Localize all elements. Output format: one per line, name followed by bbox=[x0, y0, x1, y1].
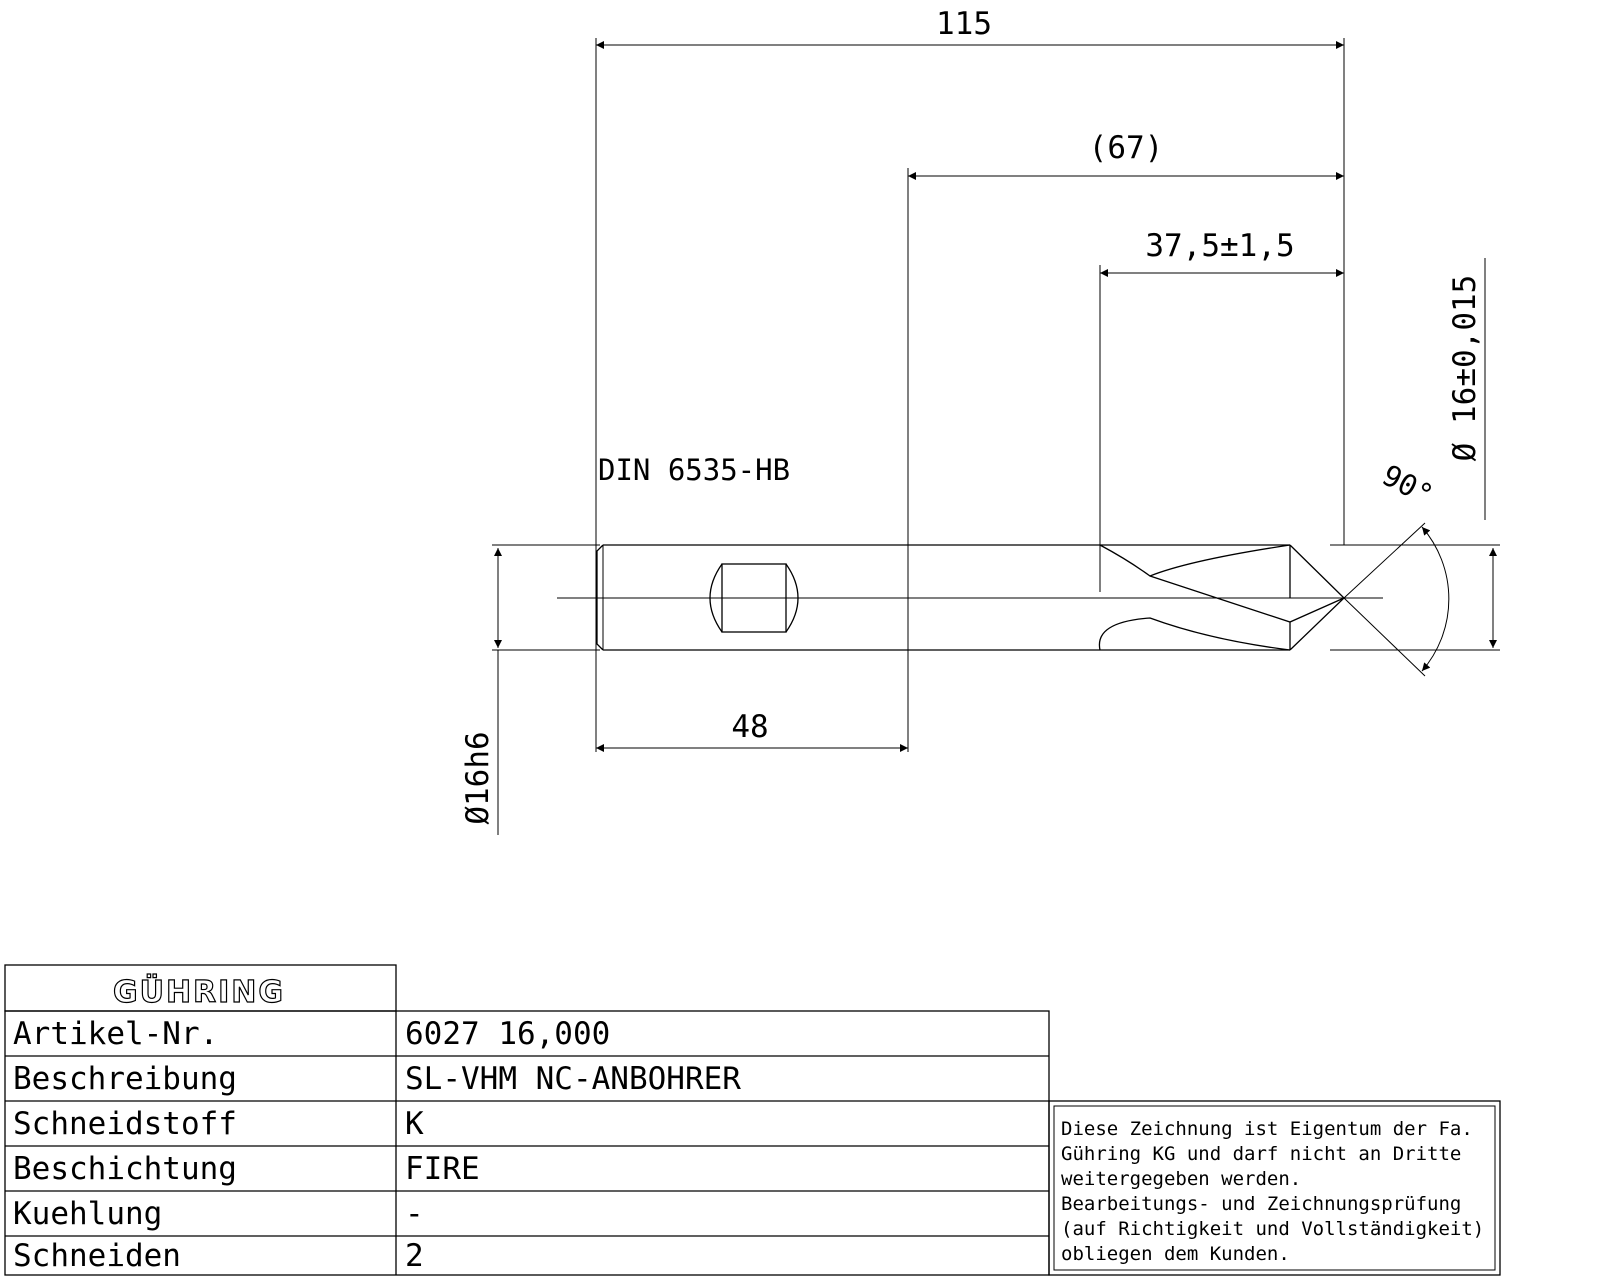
shank-standard-label: DIN 6535-HB bbox=[598, 453, 790, 487]
point-angle-arc bbox=[1421, 526, 1450, 672]
disclaimer-box: Diese Zeichnung ist Eigentum der Fa. Güh… bbox=[1048, 1100, 1501, 1276]
title-block: GÜHRING Artikel-Nr. 6027 16,000 Beschrei… bbox=[4, 964, 1050, 1276]
disclaimer-line: weitergegeben werden. bbox=[1061, 1168, 1301, 1190]
point-angle-label: 90° bbox=[1377, 458, 1439, 513]
spec-value: - bbox=[405, 1196, 424, 1232]
extension-lines bbox=[492, 38, 1500, 835]
spec-label: Artikel-Nr. bbox=[13, 1016, 218, 1052]
spec-value: 6027 16,000 bbox=[405, 1016, 610, 1052]
spec-value: K bbox=[405, 1106, 424, 1142]
dimension-lines bbox=[494, 41, 1497, 752]
spec-label: Beschreibung bbox=[13, 1061, 237, 1097]
spec-label: Kuehlung bbox=[13, 1196, 162, 1232]
disclaimer-line: Gühring KG und darf nicht an Dritte bbox=[1061, 1143, 1461, 1165]
cutting-diameter-label: Ø 16±0,015 bbox=[1447, 275, 1483, 462]
shank-length-label: 48 bbox=[731, 709, 768, 745]
spec-value: FIRE bbox=[405, 1151, 480, 1187]
point-length-label: 37,5±1,5 bbox=[1145, 228, 1294, 264]
clamping-flat bbox=[709, 563, 799, 633]
drill-outline bbox=[557, 544, 1383, 651]
shank-diameter-label: Ø16h6 bbox=[460, 731, 496, 824]
brand-logo: GÜHRING bbox=[113, 973, 285, 1010]
spec-label: Beschichtung bbox=[13, 1151, 237, 1187]
disclaimer-line: Bearbeitungs- und Zeichnungsprüfung bbox=[1061, 1193, 1461, 1215]
overall-length-label: 115 bbox=[936, 6, 992, 42]
disclaimer-line: obliegen dem Kunden. bbox=[1061, 1243, 1290, 1265]
disclaimer-line: Diese Zeichnung ist Eigentum der Fa. bbox=[1061, 1118, 1473, 1140]
spec-value: SL-VHM NC-ANBOHRER bbox=[405, 1061, 741, 1097]
spec-value: 2 bbox=[405, 1238, 424, 1274]
spec-label: Schneiden bbox=[13, 1238, 181, 1274]
flute-reference-label: (67) bbox=[1089, 130, 1164, 166]
disclaimer-line: (auf Richtigkeit und Vollständigkeit) bbox=[1061, 1218, 1484, 1240]
spec-label: Schneidstoff bbox=[13, 1106, 237, 1142]
